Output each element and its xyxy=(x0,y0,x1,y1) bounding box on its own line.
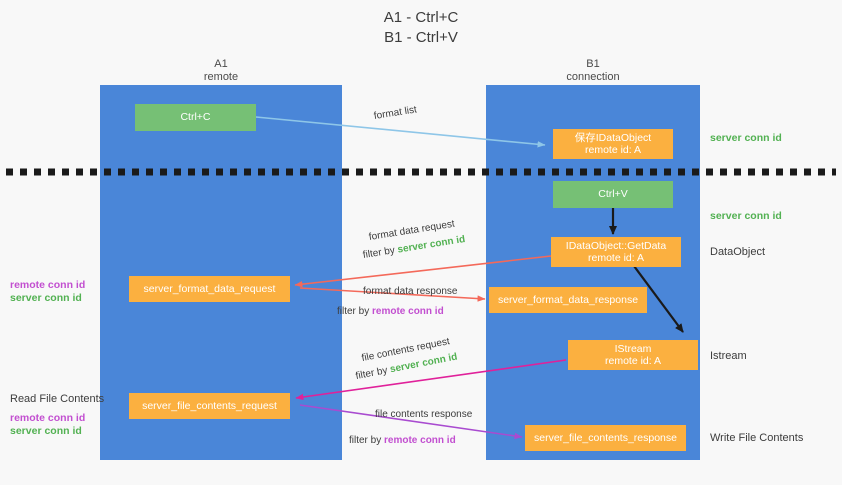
box-istream-line2: remote id: A xyxy=(604,355,662,367)
box-server-format-data-response-label: server_format_data_response xyxy=(497,293,639,306)
box-server-format-data-response[interactable]: server_format_data_response xyxy=(489,287,647,313)
annotation-server-conn-id-top: server conn id xyxy=(710,132,782,144)
edge-filter-file-contents-response: filter by remote conn id xyxy=(349,434,456,447)
edge-filter-format-data-response-value: remote conn id xyxy=(372,306,444,317)
edge-filter-file-contents-response-prefix: filter by xyxy=(349,435,385,446)
box-ctrl-v-label: Ctrl+V xyxy=(598,188,628,201)
box-server-format-data-request[interactable]: server_format_data_request xyxy=(129,276,290,302)
box-istream-line1: IStream xyxy=(614,342,652,355)
annotation-remote-conn-id-2: remote conn id xyxy=(10,412,86,424)
lane-header-b1: B1 connection xyxy=(513,58,673,84)
annotation-remote-conn-id-1: remote conn id xyxy=(10,279,86,291)
box-istream[interactable]: IStream remote id: A xyxy=(568,340,698,370)
annotation-read-file-contents: Read File Contents xyxy=(10,393,105,405)
lane-b1-name: B1 xyxy=(586,58,600,70)
annotation-dataobject: DataObject xyxy=(710,246,766,258)
box-server-file-contents-request-label: server_file_contents_request xyxy=(142,399,277,412)
arrow-file-contents-response xyxy=(299,404,523,440)
box-ctrl-c-label: Ctrl+C xyxy=(180,111,211,124)
arrow-file-contents-request xyxy=(295,359,567,401)
edge-label-file-contents-response-text: file contents response xyxy=(375,409,473,420)
arrow-format-list xyxy=(255,116,546,148)
box-server-file-contents-request[interactable]: server_file_contents_request xyxy=(129,393,290,419)
annotation-server-conn-id-mid: server conn id xyxy=(710,210,782,222)
box-server-file-contents-response[interactable]: server_file_contents_response xyxy=(525,425,686,451)
title-line-2: B1 - Ctrl+V xyxy=(384,29,458,46)
edge-filter-format-data-response-prefix: filter by xyxy=(337,306,373,317)
edge-filter-file-contents-response-value: remote conn id xyxy=(384,435,456,446)
annotation-istream: Istream xyxy=(710,350,747,362)
edge-label-format-data-response: format data response xyxy=(363,285,458,298)
arrow-format-data-response xyxy=(299,287,486,302)
annotation-server-conn-id-1: server conn id xyxy=(10,292,82,304)
title-line-1: A1 - Ctrl+C xyxy=(383,9,459,26)
lane-header-a1: A1 remote xyxy=(141,58,301,84)
box-server-file-contents-response-label: server_file_contents_response xyxy=(533,431,677,444)
arrow-format-data-request xyxy=(294,255,552,288)
box-getdata-line2: remote id: A xyxy=(587,252,645,264)
edge-label-file-contents-response: file contents response xyxy=(375,408,472,421)
edge-label-format-data-response-text: format data response xyxy=(363,286,458,297)
edge-filter-format-data-response: filter by remote conn id xyxy=(337,305,444,318)
diagram-title: A1 - Ctrl+C B1 - Ctrl+V xyxy=(0,8,842,48)
box-save-idataobject[interactable]: 保存IDataObject remote id: A xyxy=(553,129,673,159)
box-getdata-line1: IDataObject::GetData xyxy=(565,239,667,252)
arrow-getdata-to-istream xyxy=(633,265,684,333)
lane-b1-role: connection xyxy=(566,71,620,83)
lane-a1-role: remote xyxy=(203,71,239,83)
box-ctrl-c[interactable]: Ctrl+C xyxy=(135,104,256,131)
box-ctrl-v[interactable]: Ctrl+V xyxy=(553,181,673,208)
box-save-idataobject-line1: 保存IDataObject xyxy=(574,131,652,144)
box-save-idataobject-line2: remote id: A xyxy=(584,144,642,156)
box-getdata[interactable]: IDataObject::GetData remote id: A xyxy=(551,237,681,267)
lane-a1-name: A1 xyxy=(214,58,228,70)
annotation-write-file-contents: Write File Contents xyxy=(710,432,804,444)
box-server-format-data-request-label: server_format_data_request xyxy=(143,282,276,295)
annotation-server-conn-id-2: server conn id xyxy=(10,425,82,437)
